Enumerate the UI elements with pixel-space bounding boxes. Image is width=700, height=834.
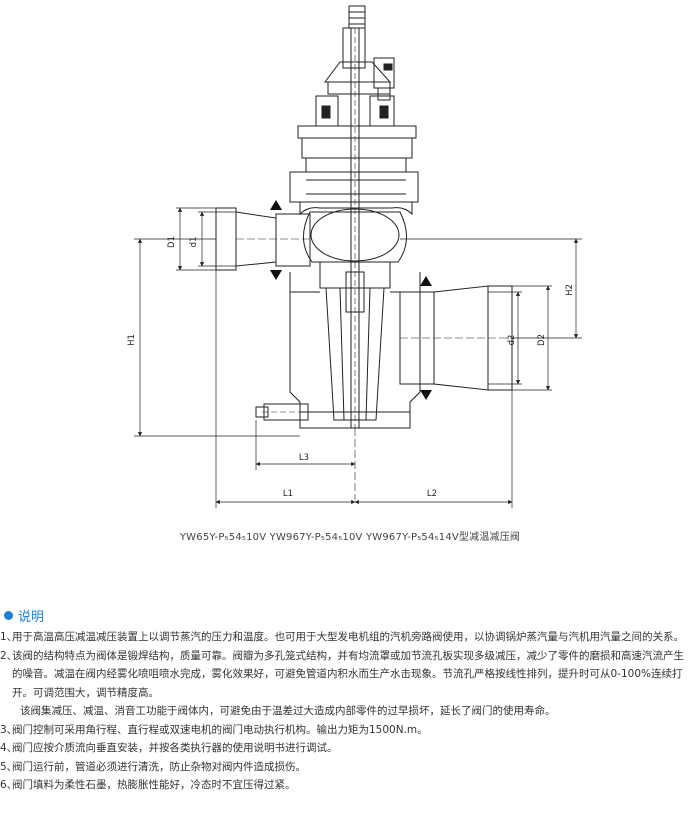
valve-cross-section: D1 d1 H1 H2 d2 D2 L3 L1 L2 [127,5,582,508]
note-number: 4、 [0,742,18,754]
note-text: 阀门运行前，管道必须进行清洗，防止杂物对阀内件造成损伤。 [12,760,306,773]
dim-D2-label: D2 [537,334,547,346]
note-text: 该阀的结构特点为阀体是锻焊结构，质量可靠。阀瓣为多孔笼式结构，并有均流罩或加节流… [12,649,684,699]
note-number: 1、 [0,631,18,643]
note-text: 用于高温高压减温减压装置上以调节蒸汽的压力和温度。也可用于大型发电机组的汽机旁路… [12,631,684,643]
note-item: 6、 阀门填料为柔性石墨，热膨胀性能好，冷态时不宜压得过紧。 [0,776,700,795]
dim-L2-label: L2 [427,489,437,499]
note-number: 5、 [0,760,18,773]
note-item: 该阀集减压、减温、消音工功能于阀体内，可避免由于温差过大造成内部零件的过早损坏，… [0,702,700,721]
note-text: 阀门应按介质流向垂直安装，并按各类执行器的使用说明书进行调试。 [12,742,338,754]
valve-outline [215,5,513,500]
note-number: 6、 [0,779,18,791]
dim-H1-label: H1 [127,334,137,346]
figure-caption: YW65Y-P₅54₅10V YW967Y-P₅54₅10V YW967Y-P₅… [179,532,521,543]
bullet-icon [4,610,13,620]
valve-drawing: D1 d1 H1 H2 d2 D2 L3 L1 L2 [127,5,582,508]
dimension-lines [134,207,582,508]
note-item: 3、 阀门控制可采用角行程、直行程或双速电机的阀门电动执行机构。输出力矩为150… [0,721,700,740]
dim-d1-label: d1 [189,237,199,248]
note-text: 该阀集减压、减温、消音工功能于阀体内，可避免由于温差过大造成内部零件的过早损坏，… [20,705,556,717]
note-number: 2、 [0,649,18,662]
note-number: 3、 [0,723,18,736]
section-title: 说明 [18,609,45,625]
notes-list: 1、 用于高温高压减温减压装置上以调节蒸汽的压力和温度。也可用于大型发电机组的汽… [0,628,700,795]
note-item: 2、 该阀的结构特点为阀体是锻焊结构，质量可靠。阀瓣为多孔笼式结构，并有均流罩或… [0,647,700,703]
dim-H2-label: H2 [565,284,575,296]
section-heading: 说明 [0,604,700,626]
note-item: 4、 阀门应按介质流向垂直安装，并按各类执行器的使用说明书进行调试。 [0,739,700,758]
note-item: 1、 用于高温高压减温减压装置上以调节蒸汽的压力和温度。也可用于大型发电机组的汽… [0,628,700,647]
dim-L3-label: L3 [299,453,309,463]
note-item: 5、 阀门运行前，管道必须进行清洗，防止杂物对阀内件造成损伤。 [0,758,700,777]
dim-D1-label: D1 [167,236,177,248]
note-text: 阀门控制可采用角行程、直行程或双速电机的阀门电动执行机构。输出力矩为1500N.… [12,723,428,736]
dim-L1-label: L1 [283,489,293,499]
weld-marks [270,200,432,400]
notes-section: 说明 1、 用于高温高压减温减压装置上以调节蒸汽的压力和温度。也可用于大型发电机… [0,604,700,795]
dim-d2-label: d2 [507,335,517,346]
note-text: 阀门填料为柔性石墨，热膨胀性能好，冷态时不宜压得过紧。 [12,779,296,791]
